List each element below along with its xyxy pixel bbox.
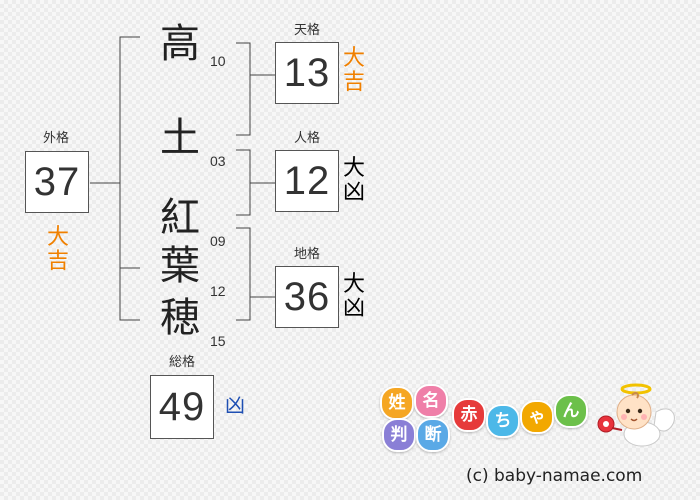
logo-char-2: 名 xyxy=(414,384,448,418)
copyright-text[interactable]: (c) baby-namae.com xyxy=(466,466,643,486)
jinkaku-fortune-top: 大 xyxy=(342,156,365,181)
given-char-2: 葉 xyxy=(160,243,200,289)
tenkaku-fortune-top: 大 xyxy=(342,46,365,71)
gaikaku-label: 外格 xyxy=(42,131,69,146)
surname-char-1: 高 xyxy=(160,21,200,67)
tenkaku-box: 13 xyxy=(275,42,339,104)
stroke-count-2: 03 xyxy=(210,153,226,169)
chikaku-fortune-top: 大 xyxy=(342,272,365,297)
stroke-count-3: 09 xyxy=(210,233,226,249)
logo-char-4: 断 xyxy=(416,418,450,452)
chikaku-fortune-bottom: 凶 xyxy=(342,296,365,321)
logo-char-6: ち xyxy=(486,404,520,438)
logo-char-8: ん xyxy=(554,394,588,428)
soukaku-label: 総格 xyxy=(168,355,195,370)
logo-char-3: 判 xyxy=(382,418,416,452)
logo-char-1: 姓 xyxy=(380,386,414,420)
logo-char-5: 赤 xyxy=(452,398,486,432)
gaikaku-fortune-bottom: 吉 xyxy=(46,249,69,274)
tenkaku-label: 天格 xyxy=(293,23,320,38)
chikaku-fortune: 大 凶 xyxy=(341,273,367,321)
surname-char-2: 土 xyxy=(160,115,200,161)
baby-angel-icon xyxy=(597,383,675,447)
jinkaku-fortune-bottom: 凶 xyxy=(342,180,365,205)
stroke-count-5: 15 xyxy=(210,333,226,349)
soukaku-fortune: 凶 xyxy=(225,393,245,417)
given-char-1: 紅 xyxy=(160,195,200,241)
logo-char-7: ゃ xyxy=(520,400,554,434)
gaikaku-fortune-top: 大 xyxy=(46,225,69,250)
stroke-count-4: 12 xyxy=(210,283,226,299)
jinkaku-box: 12 xyxy=(275,150,339,212)
jinkaku-fortune: 大 凶 xyxy=(341,157,367,205)
gaikaku-fortune: 大 吉 xyxy=(45,226,71,274)
tenkaku-fortune: 大 吉 xyxy=(341,47,367,95)
site-logo[interactable]: 姓 名 判 断 赤 ち ゃ ん xyxy=(380,380,680,452)
chikaku-box: 36 xyxy=(275,266,339,328)
given-char-3: 穂 xyxy=(160,295,200,341)
chikaku-label: 地格 xyxy=(293,247,320,262)
gaikaku-box: 37 xyxy=(25,151,89,213)
stroke-count-1: 10 xyxy=(210,53,226,69)
tenkaku-fortune-bottom: 吉 xyxy=(342,70,365,95)
soukaku-box: 49 xyxy=(150,375,214,439)
jinkaku-label: 人格 xyxy=(293,131,320,146)
